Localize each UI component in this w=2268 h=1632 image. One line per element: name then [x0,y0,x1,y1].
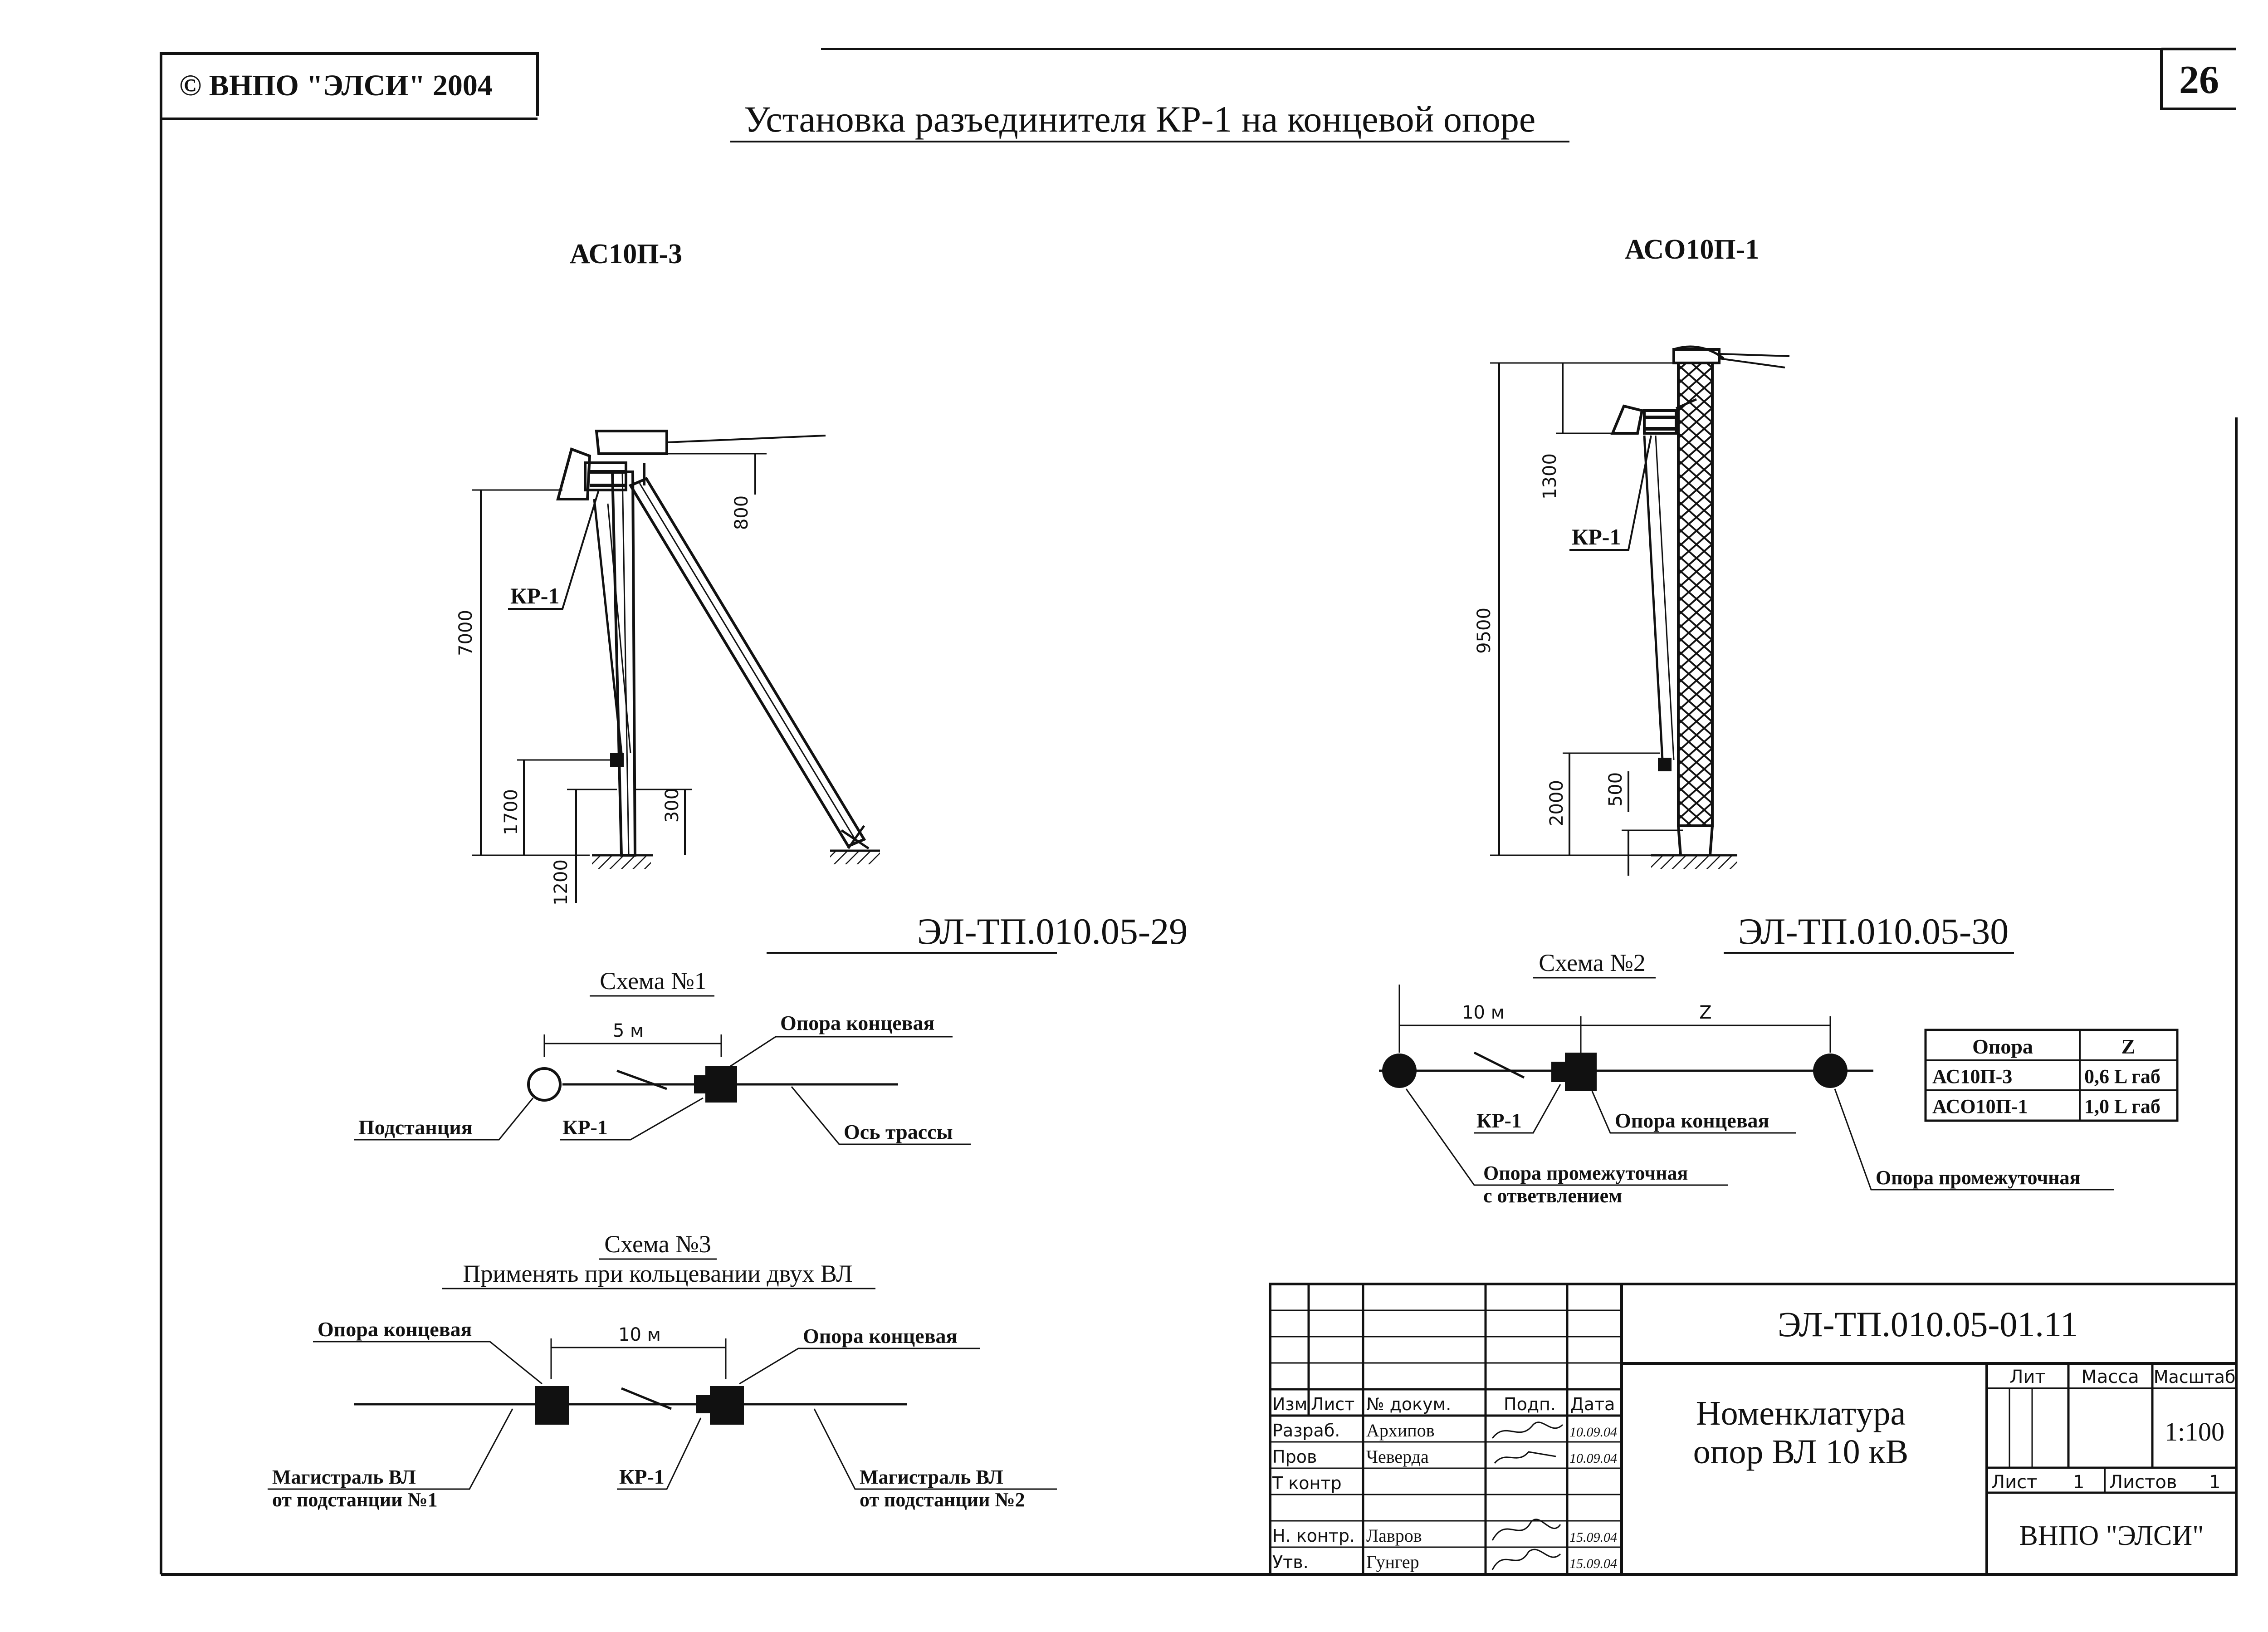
scheme-2: Схема №2 10 м Z КР-1 Опора концевая Опор… [1379,949,2114,1207]
scheme-3-main-left-1: Магистраль ВЛ [272,1466,416,1488]
copyright-text: © ВНПО "ЭЛСИ" 2004 [179,69,493,102]
tb-date: 10.09.04 [1569,1451,1617,1466]
pole-left-dim-bottom: 1700 [501,789,522,835]
tb-doc-code: ЭЛ-ТП.010.05-01.11 [1778,1304,2078,1344]
scheme-3: Схема №3 Применять при кольцевании двух … [268,1230,1057,1511]
pole-right-dim-bottom: 2000 [1546,780,1567,826]
scheme-3-subtitle: Применять при кольцевании двух ВЛ [463,1260,852,1287]
pole-left-dim-base: 300 [662,788,683,823]
scheme-3-title: Схема №3 [604,1230,711,1258]
pole-right-name: АСО10П-1 [1625,234,1760,265]
scheme-2-distance: 10 м [1462,1002,1505,1023]
scheme-3-distance: 10 м [618,1324,661,1345]
tb-date: 15.09.04 [1569,1530,1617,1545]
tb-scale: 1:100 [2165,1417,2224,1446]
page-title: Установка разъединителя КР-1 на концевой… [744,98,1535,140]
tb-scale-label: Масштаб [2154,1367,2236,1387]
copyright-stamp: © ВНПО "ЭЛСИ" 2004 [160,52,539,120]
scheme-3-main-left-2: от подстанции №1 [272,1489,438,1511]
tb-role: Разраб. [1272,1421,1340,1441]
scheme-3-end-pole-left: Опора концевая [318,1318,472,1341]
pole-left-dim-foot: 1200 [551,859,572,906]
scheme-1-end-pole: Опора концевая [780,1011,934,1034]
scheme-1-title: Схема №1 [600,967,706,995]
signature-arkhipov [1491,1421,1564,1439]
tb-sheets: 1 [2209,1472,2220,1493]
scheme-1-substation: Подстанция [358,1116,473,1139]
scheme-2-branch-pole-1: Опора промежуточная [1483,1162,1688,1184]
tb-date: 15.09.04 [1569,1556,1617,1571]
pole-left-dim-height: 7000 [455,610,476,656]
scheme-2-branch-pole-2: с ответвлением [1483,1185,1622,1207]
tb-mass: Масса [2081,1367,2139,1387]
z-table: Опора Z АС10П-3 0,6 L габ АСО10П-1 1,0 L… [1924,1029,2179,1122]
title-block: Изм Лист № докум. Подп. Дата Разраб. Арх… [1269,1283,2238,1576]
scheme-2-end-pole: Опора концевая [1615,1109,1769,1132]
tb-col-date: Дата [1570,1394,1615,1414]
tb-role: Утв. [1272,1552,1309,1572]
tb-role: Пров [1272,1447,1317,1467]
tb-sheet-label: Лист [1991,1472,2037,1493]
z-table-header-pole: Опора [1972,1035,2033,1058]
tb-org: ВНПО "ЭЛСИ" [2019,1520,2204,1551]
tb-role: Н. контр. [1272,1526,1355,1546]
z-table-cell: 0,6 L габ [2084,1065,2160,1088]
tb-name-line1: Номенклатура [1696,1394,1906,1432]
scheme-1-distance: 5 м [613,1020,644,1041]
scheme-3-end-pole-right: Опора концевая [803,1324,957,1348]
tb-date: 10.09.04 [1569,1425,1617,1440]
pole-left-dim-top: 800 [731,495,752,530]
tb-sheet: 1 [2073,1472,2084,1493]
scheme-1: Схема №1 5 м Подстанция КР-1 Опора конце… [354,967,971,1145]
signature-cheverda [1494,1451,1556,1464]
pole-right-dim-base: 500 [1605,772,1626,807]
sheet-number-box: 26 [2160,49,2236,110]
scheme-2-title: Схема №2 [1539,949,1645,976]
tb-col-sign: Подп. [1504,1394,1556,1414]
pole-left-name: АС10П-3 [570,239,682,270]
z-table-cell: АС10П-3 [1932,1065,2012,1088]
tb-name: Гунгер [1366,1552,1419,1572]
tb-name: Архипов [1366,1420,1435,1441]
tb-col-doc: № докум. [1366,1394,1451,1414]
tb-name: Чеверда [1366,1446,1429,1467]
signature-lavrov [1491,1519,1561,1541]
pole-left-drawing: АС10П-3 КР-1 7000 800 [455,239,1188,954]
scheme-1-switch: КР-1 [562,1116,608,1139]
pole-left-switch-label: КР-1 [510,583,559,608]
pole-right-switch-label: КР-1 [1572,524,1621,549]
sheet-frame [160,48,2238,1576]
pole-left-doc-code: ЭЛ-ТП.010.05-29 [917,911,1188,952]
scheme-2-intermediate-pole: Опора промежуточная [1876,1166,2080,1189]
tb-role: Т контр [1272,1473,1342,1493]
pole-right-drawing: АСО10П-1 КР-1 9500 1300 2000 [1474,234,2014,954]
scheme-1-axis: Ось трассы [844,1120,953,1143]
scheme-3-main-right-2: от подстанции №2 [860,1489,1025,1511]
pole-right-dim-height: 9500 [1474,608,1495,654]
tb-name: Лавров [1366,1525,1422,1546]
z-table-header-z: Z [2121,1035,2136,1058]
scheme-2-switch: КР-1 [1476,1109,1522,1132]
tb-sheets-label: Листов [2109,1472,2177,1493]
pole-right-doc-code: ЭЛ-ТП.010.05-30 [1738,911,2009,952]
tb-col-izm: Изм [1272,1394,1307,1414]
tb-col-list: Лист [1311,1394,1354,1414]
pole-right-dim-top: 1300 [1540,453,1560,500]
z-table-cell: АСО10П-1 [1932,1095,2028,1117]
sheet-number: 26 [2179,58,2219,102]
z-table-cell: 1,0 L габ [2084,1095,2160,1117]
tb-name-line2: опор ВЛ 10 кВ [1693,1433,1909,1471]
signature-gunger [1491,1549,1561,1570]
tb-lit: Лит [2009,1367,2045,1387]
scheme-3-switch: КР-1 [619,1465,665,1488]
scheme-3-main-right-1: Магистраль ВЛ [860,1466,1003,1488]
scheme-2-distance-z: Z [1699,1002,1711,1023]
